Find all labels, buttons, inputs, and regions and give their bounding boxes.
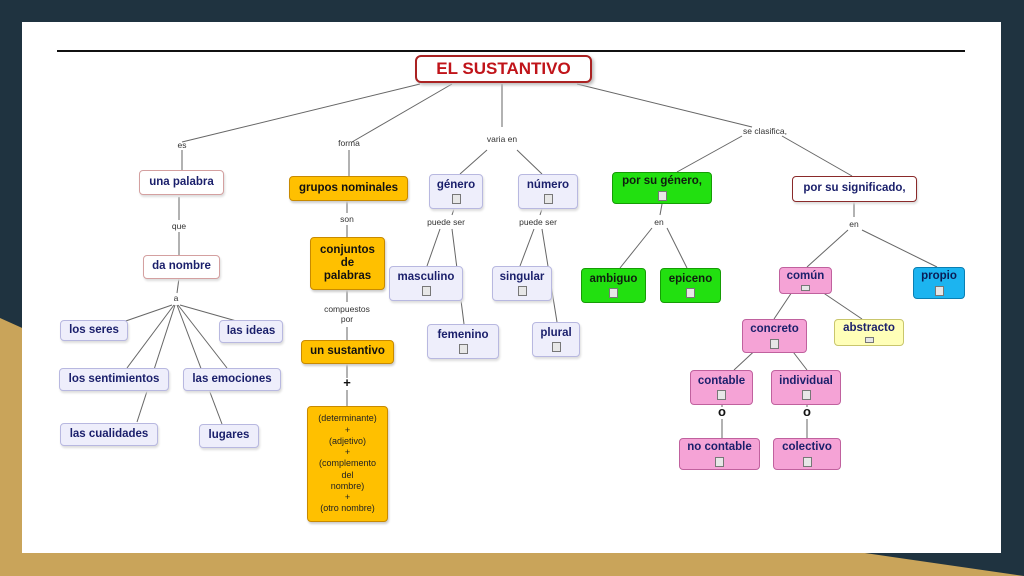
title-node: EL SUSTANTIVO — [415, 55, 592, 83]
node-concreto-label: concreto — [750, 323, 799, 336]
slide-canvas: EL SUSTANTIVO es forma varia en se clasi… — [22, 22, 1001, 553]
node-femenino: femenino — [427, 324, 499, 359]
document-icon[interactable] — [802, 456, 812, 467]
document-icon[interactable] — [421, 286, 431, 297]
operator-o-individual: o — [803, 404, 811, 419]
node-los-sentimientos: los sentimientos — [59, 368, 169, 391]
document-icon[interactable] — [770, 338, 779, 349]
node-las-cualidades: las cualidades — [60, 423, 158, 446]
node-individual-label: individual — [779, 374, 833, 387]
link-label-compuestos-por: compuestos por — [324, 304, 370, 325]
concept-links — [116, 83, 938, 438]
node-epiceno-label: epiceno — [668, 272, 713, 285]
node-por-su-significado: por su significado, — [792, 176, 917, 202]
node-masculino-label: masculino — [397, 270, 455, 283]
node-singular-label: singular — [499, 270, 545, 283]
node-estructura-grupo-nominal: (determinante) + (adjetivo) + (complemen… — [307, 406, 388, 522]
document-icon[interactable] — [801, 390, 811, 401]
link-label-en-significado: en — [849, 219, 859, 229]
node-no-contable: no contable — [679, 438, 760, 470]
node-una-palabra: una palabra — [139, 170, 224, 195]
link-label-forma: forma — [338, 138, 360, 148]
node-epiceno: epiceno — [660, 268, 721, 303]
link-label-que: que — [171, 221, 187, 231]
node-grupos-nominales: grupos nominales — [289, 176, 408, 201]
document-icon[interactable] — [715, 456, 724, 467]
node-ambiguo: ambiguo — [581, 268, 646, 303]
node-propio-label: propio — [921, 270, 957, 283]
document-icon[interactable] — [458, 344, 468, 355]
node-contable-label: contable — [697, 374, 746, 387]
node-por-su-genero: por su género, — [612, 172, 712, 204]
node-propio: propio — [913, 267, 965, 299]
document-icon[interactable] — [657, 190, 667, 201]
link-label-son: son — [340, 214, 354, 224]
document-icon[interactable] — [517, 286, 527, 297]
node-conjuntos-de-palabras: conjuntos de palabras — [310, 237, 385, 290]
document-icon[interactable] — [451, 194, 461, 205]
node-numero: número — [518, 174, 578, 209]
node-plural: plural — [532, 322, 580, 357]
node-ambiguo-label: ambiguo — [589, 272, 638, 285]
node-los-seres: los seres — [60, 320, 128, 341]
link-label-puede-ser-numero: puede ser — [519, 217, 557, 227]
operator-o-contable: o — [718, 404, 726, 419]
node-femenino-label: femenino — [437, 328, 489, 341]
node-las-ideas: las ideas — [219, 320, 283, 343]
node-concreto: concreto — [742, 319, 807, 353]
operator-plus: + — [343, 375, 351, 390]
node-un-sustantivo: un sustantivo — [301, 340, 394, 364]
node-lugares: lugares — [199, 424, 259, 448]
node-masculino: masculino — [389, 266, 463, 301]
node-individual: individual — [771, 370, 841, 405]
node-colectivo: colectivo — [773, 438, 841, 470]
document-icon[interactable] — [551, 342, 561, 353]
node-plural-label: plural — [540, 326, 572, 339]
node-las-emociones: las emociones — [183, 368, 281, 391]
node-abstracto: abstracto — [834, 319, 904, 346]
node-comun-label: común — [786, 270, 825, 282]
node-abstracto-label: abstracto — [843, 322, 895, 334]
document-icon[interactable] — [934, 285, 944, 296]
document-icon[interactable] — [543, 194, 553, 205]
document-icon[interactable] — [717, 390, 726, 401]
document-icon[interactable] — [686, 288, 695, 299]
document-icon[interactable] — [864, 337, 874, 343]
link-label-puede-ser-genero: puede ser — [427, 217, 465, 227]
link-label-es: es — [177, 140, 187, 150]
node-genero-label: género — [436, 178, 476, 191]
link-label-se-clasifica: se clasifica, — [743, 126, 787, 136]
document-icon[interactable] — [801, 285, 810, 291]
node-numero-label: número — [526, 178, 570, 191]
node-colectivo-label: colectivo — [782, 441, 832, 454]
link-label-en-genero: en — [654, 217, 664, 227]
node-genero: género — [429, 174, 483, 209]
node-por-su-genero-label: por su género, — [622, 175, 702, 188]
node-comun: común — [779, 267, 832, 294]
node-contable: contable — [690, 370, 753, 405]
link-label-varia-en: varia en — [486, 134, 518, 144]
node-da-nombre: da nombre — [143, 255, 220, 279]
top-rule — [57, 50, 965, 52]
document-icon[interactable] — [609, 288, 618, 299]
link-label-a: a — [173, 293, 179, 303]
node-singular: singular — [492, 266, 552, 301]
node-no-contable-label: no contable — [687, 441, 752, 454]
